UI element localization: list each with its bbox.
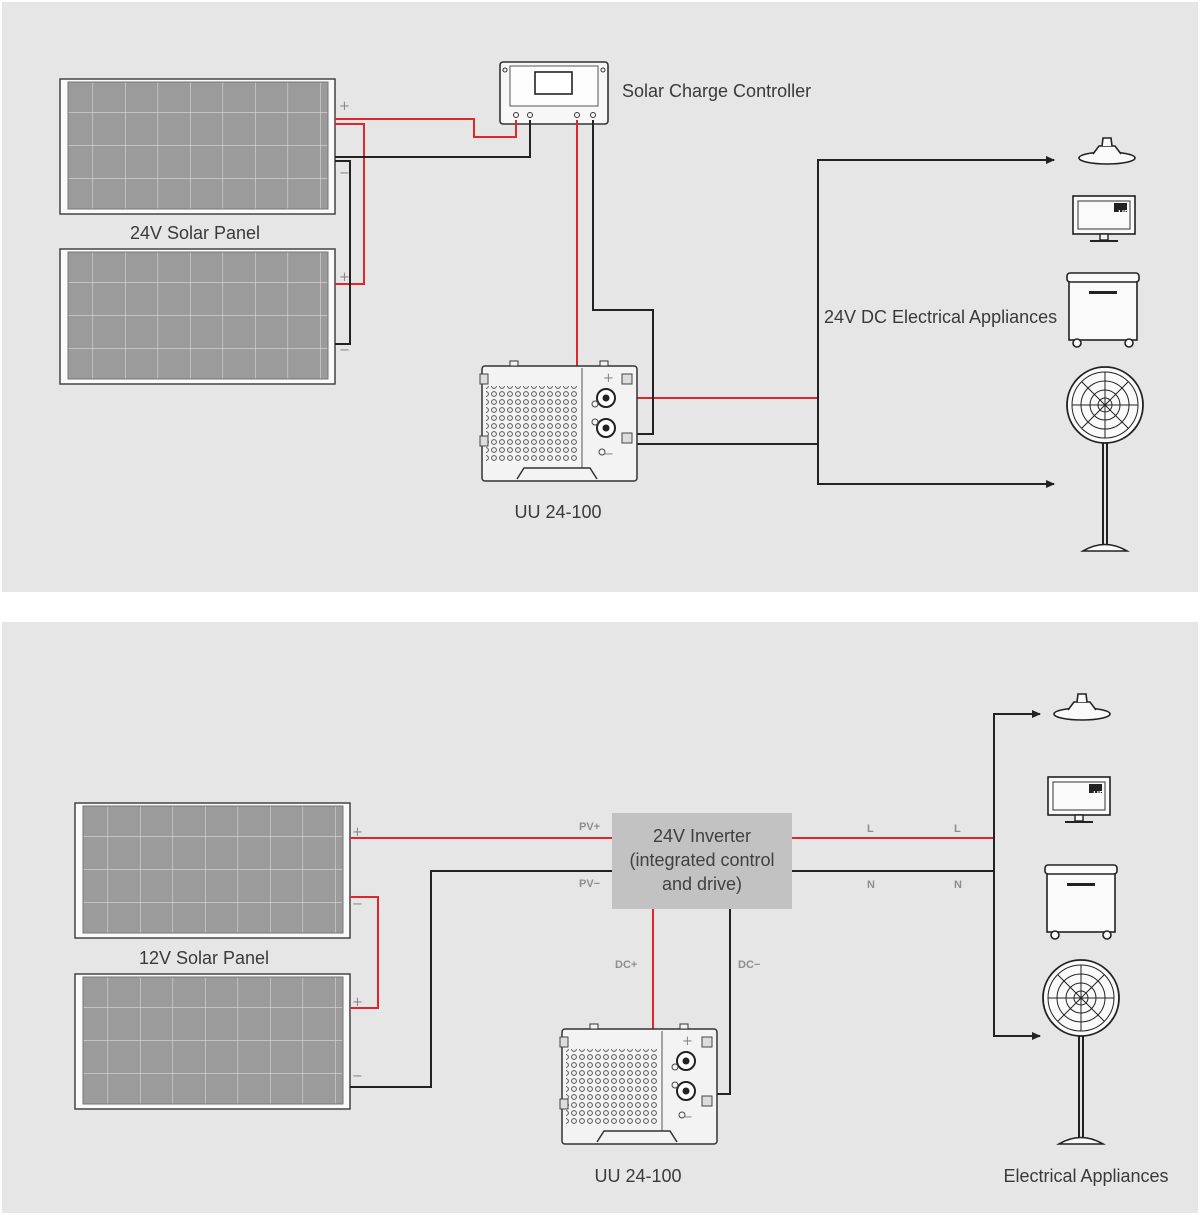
wire-battery-negative — [592, 120, 654, 435]
panel-minus-sign: − — [352, 897, 363, 912]
wire-panel-series — [350, 896, 379, 1009]
fan-icon — [1042, 959, 1120, 1145]
bottom-panel-label: 12V Solar Panel — [139, 948, 269, 968]
wire-ac-bus-upper — [993, 710, 1041, 871]
battery-minus-sign: − — [603, 447, 614, 462]
inverter-title: 24V Inverter — [653, 826, 751, 846]
top-solar-panel-lower — [59, 248, 336, 385]
n-label-left: N — [867, 879, 875, 891]
wire-dc-negative — [712, 909, 731, 1095]
top-solar-panel-upper — [59, 78, 336, 215]
battery-plus-sign: + — [603, 371, 614, 386]
tv-icon — [1072, 195, 1136, 242]
lamp-icon — [1078, 137, 1136, 165]
panel-plus-sign: + — [339, 99, 350, 114]
inverter-subtitle-line1: (integrated control — [629, 850, 774, 870]
pv-minus-label: PV− — [579, 878, 600, 890]
l-label-right: L — [954, 823, 961, 835]
dc-minus-label: DC− — [738, 959, 760, 971]
panel-plus-sign: + — [352, 825, 363, 840]
fan-icon — [1066, 366, 1144, 552]
fridge-icon — [1066, 272, 1140, 348]
top-battery-label: UU 24-100 — [514, 502, 601, 522]
top-diagram: + − + − 24V Solar Panel Solar Charge Con… — [59, 61, 1144, 552]
panel-plus-sign: + — [339, 270, 350, 285]
dc-plus-label: DC+ — [615, 959, 637, 971]
battery-plus-sign: + — [682, 1034, 693, 1049]
wire-battery-positive — [576, 120, 818, 399]
wire-load-bus-upper — [817, 156, 1055, 398]
pv-plus-label: PV+ — [579, 821, 600, 833]
tv-hd-badge: HD — [1118, 209, 1130, 218]
wire-pv-negative — [350, 870, 612, 1088]
n-label-right: N — [954, 879, 962, 891]
bottom-battery — [559, 1023, 718, 1145]
wire-panel-series-negative — [335, 160, 351, 345]
inverter-box: 24V Inverter (integrated control and dri… — [612, 813, 792, 909]
bottom-appliances-label: Electrical Appliances — [1003, 1166, 1168, 1186]
fridge-icon — [1044, 864, 1118, 940]
wire-panel-controller-positive — [335, 118, 517, 138]
controller-label: Solar Charge Controller — [622, 81, 811, 101]
bottom-battery-label: UU 24-100 — [594, 1166, 681, 1186]
battery-minus-sign: − — [682, 1110, 693, 1125]
wire-panel-controller-negative — [335, 120, 531, 158]
charge-controller — [499, 61, 609, 125]
bottom-solar-panel-upper — [74, 802, 351, 939]
tv-icon — [1047, 776, 1111, 823]
panel-minus-sign: − — [352, 1069, 363, 1084]
wire-load-bus-lower — [817, 398, 1055, 488]
tv-hd-badge: HD — [1093, 790, 1105, 799]
panel-minus-sign: − — [339, 343, 350, 358]
top-appliances-label: 24V DC Electrical Appliances — [824, 307, 1057, 327]
inverter-subtitle-line2: and drive) — [662, 874, 742, 894]
top-panel-label: 24V Solar Panel — [130, 223, 260, 243]
panel-minus-sign: − — [339, 166, 350, 181]
l-label-left: L — [867, 823, 874, 835]
bottom-solar-panel-lower — [74, 973, 351, 1110]
lamp-icon — [1053, 693, 1111, 721]
bottom-diagram: + − + − 12V Solar Panel PV+ PV− DC+ DC− … — [74, 693, 1169, 1186]
wire-ac-bus-lower — [993, 871, 1041, 1040]
panel-plus-sign: + — [352, 995, 363, 1010]
